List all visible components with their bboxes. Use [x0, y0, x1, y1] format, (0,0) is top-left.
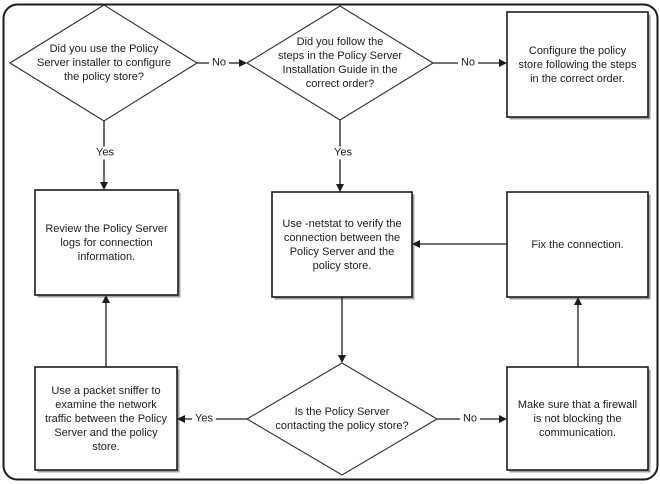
- arrowhead: [177, 415, 185, 423]
- process-boxes: [34, 11, 649, 471]
- decision-diamond-installer: [8, 4, 199, 122]
- process-box-review-logs: [34, 189, 179, 296]
- arrowhead: [239, 59, 247, 67]
- arrowhead: [336, 184, 344, 192]
- edge-label-installer-no: No: [208, 56, 230, 70]
- arrowheads: [100, 59, 582, 423]
- decision-diamond-contacting: [245, 362, 439, 476]
- decision-diamonds: [8, 4, 439, 476]
- arrowhead: [499, 415, 507, 423]
- process-box-netstat: [271, 191, 413, 298]
- process-box-packet-sniffer: [34, 366, 178, 471]
- edge-label-steps-yes: Yes: [331, 146, 355, 160]
- edge-label-contacting-no: No: [459, 412, 481, 426]
- arrowhead: [100, 182, 108, 190]
- arrowhead: [574, 297, 582, 305]
- process-box-firewall: [506, 366, 649, 471]
- edge-label-steps-no: No: [457, 56, 479, 70]
- edge-label-contacting-yes: Yes: [192, 412, 216, 426]
- diagram-border: [2, 3, 659, 481]
- arrowhead: [338, 355, 346, 363]
- decision-diamond-steps: [245, 5, 435, 121]
- arrowhead: [499, 59, 507, 67]
- process-box-configure-store: [506, 11, 649, 118]
- arrowhead: [412, 240, 420, 248]
- edge-label-installer-yes: Yes: [93, 146, 117, 160]
- process-box-fix-connection: [506, 191, 649, 298]
- arrowhead: [102, 295, 110, 303]
